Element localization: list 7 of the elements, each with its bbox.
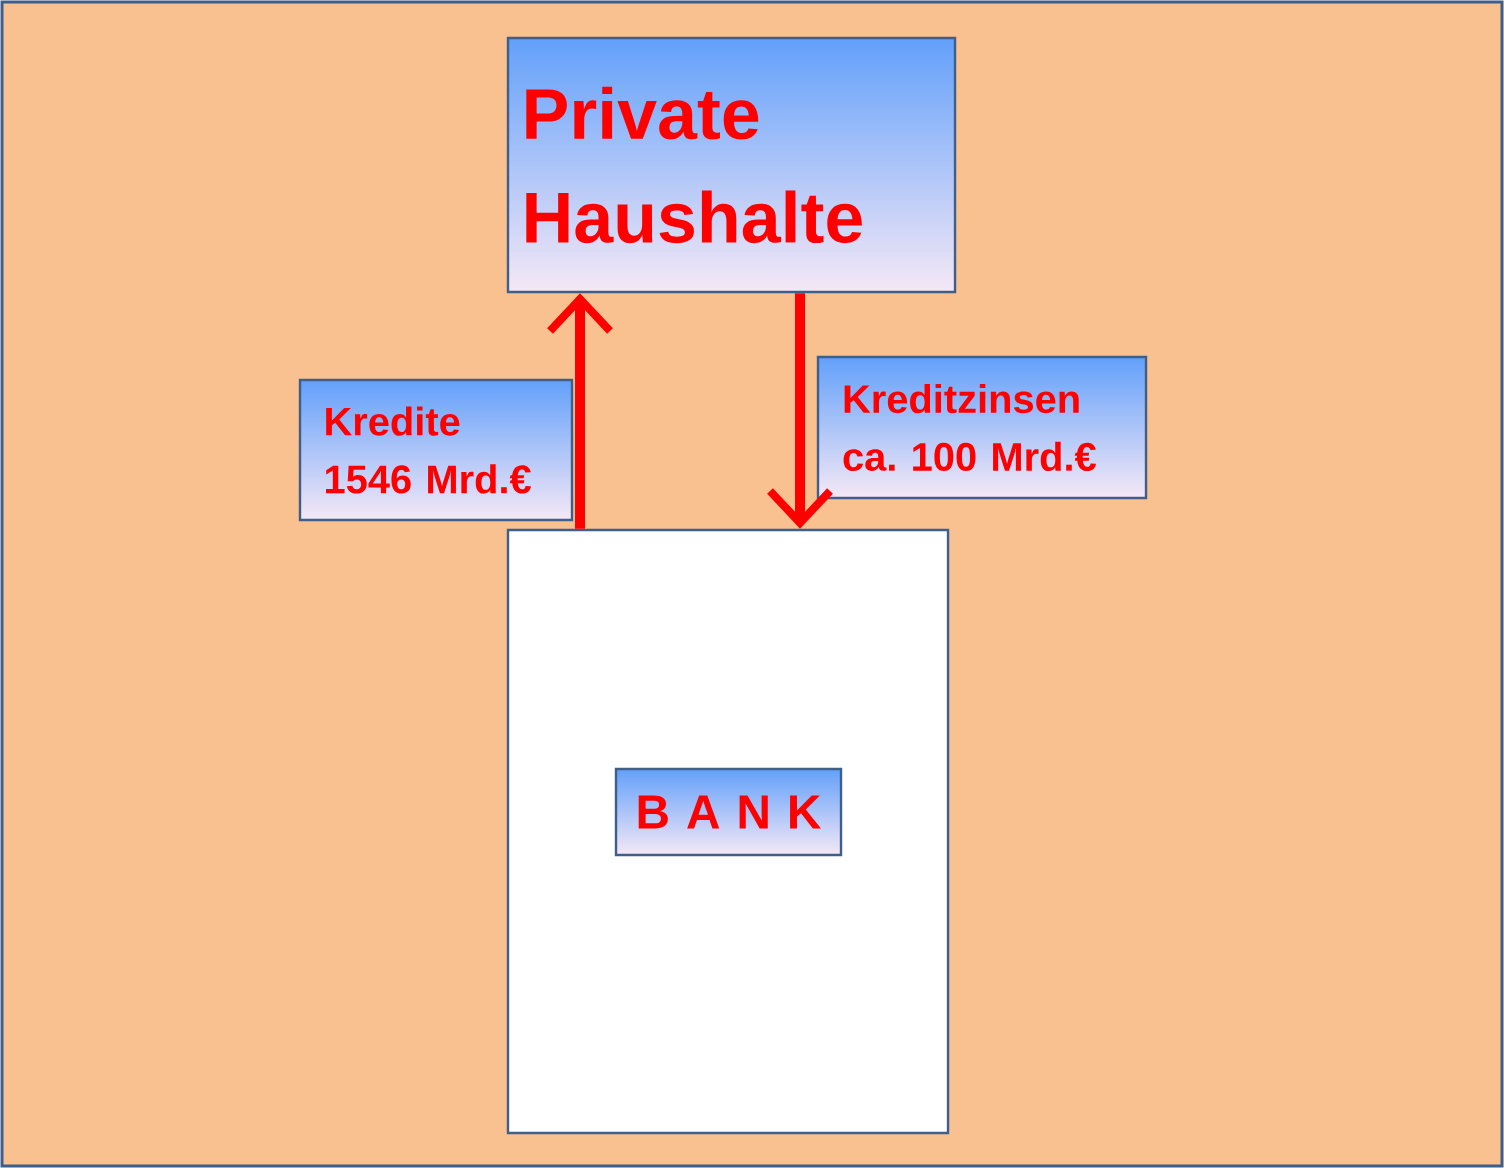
label-box: B A N K <box>614 767 843 857</box>
arrow <box>767 293 833 529</box>
process-box: Private Haushalte <box>506 36 957 294</box>
label-box: Kredite 1546 Mrd.€ <box>298 378 574 522</box>
bank-box <box>506 528 950 1135</box>
label-box: Kreditzinsen ca. 100 Mrd.€ <box>816 355 1148 500</box>
arrow <box>547 293 613 529</box>
